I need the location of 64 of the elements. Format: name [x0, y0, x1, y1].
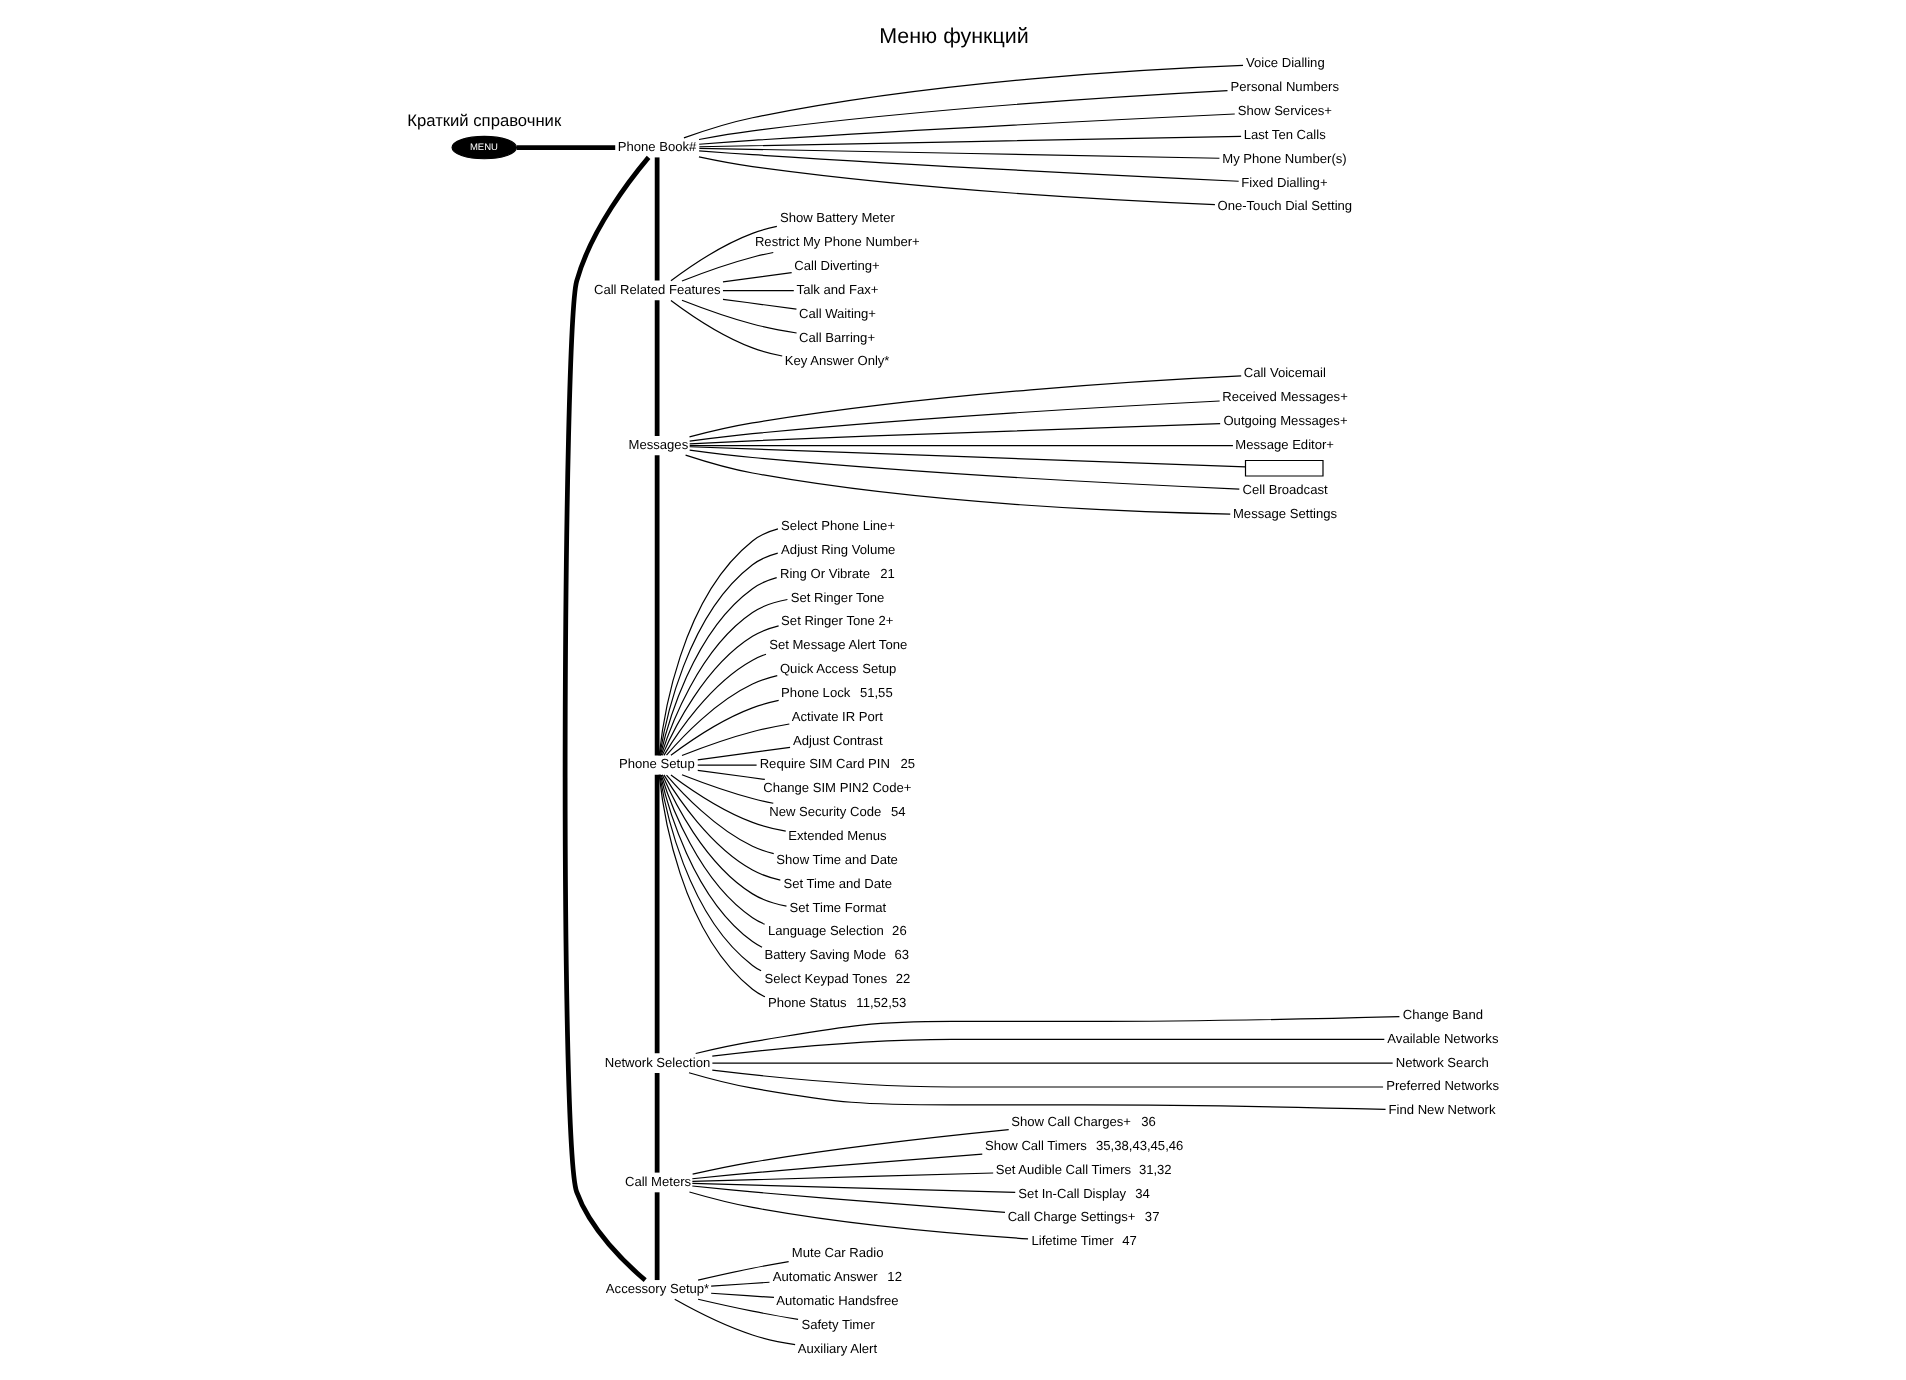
connector — [669, 299, 782, 357]
connector — [696, 1261, 789, 1281]
connector — [687, 375, 1241, 438]
connector — [690, 1153, 982, 1180]
node-box — [1243, 459, 1323, 477]
connector — [660, 774, 787, 907]
connector — [680, 774, 773, 804]
connector — [653, 455, 659, 756]
connector — [653, 300, 659, 436]
connector — [653, 1192, 659, 1281]
connector — [697, 90, 1228, 141]
connector — [653, 157, 659, 281]
connector — [721, 298, 797, 310]
connector — [662, 653, 766, 756]
connector — [687, 1072, 1386, 1110]
connector — [653, 774, 659, 1054]
connector — [682, 64, 1243, 139]
connector — [694, 1016, 1399, 1055]
connector — [690, 1185, 1005, 1214]
connector — [721, 272, 792, 283]
connector — [664, 774, 774, 855]
connector — [680, 251, 773, 282]
caption: Краткий справочник — [406, 109, 561, 130]
connector — [688, 445, 1233, 447]
connector — [696, 746, 790, 761]
connector — [709, 1292, 774, 1299]
connector — [687, 1191, 1028, 1240]
connector — [696, 769, 765, 780]
connector — [664, 675, 777, 756]
connector — [669, 225, 777, 282]
connector — [697, 135, 1241, 148]
connector — [561, 155, 650, 1282]
connector — [697, 113, 1235, 145]
diagram-title: Меню функций — [878, 25, 1028, 50]
connector — [688, 449, 1239, 490]
connector — [680, 299, 797, 334]
connector — [669, 699, 779, 756]
connector — [688, 446, 1245, 468]
connector — [660, 625, 779, 756]
connector — [697, 156, 1215, 206]
connector — [684, 454, 1230, 515]
connector — [697, 147, 1219, 159]
connector — [659, 774, 765, 925]
connector — [657, 774, 765, 998]
connector — [688, 423, 1220, 445]
connector — [691, 1129, 1009, 1175]
connector — [515, 145, 615, 150]
connector — [696, 1298, 798, 1320]
connector — [673, 1298, 795, 1346]
connector — [659, 598, 788, 756]
connector — [710, 1062, 1393, 1064]
connector — [690, 1182, 1015, 1193]
connector — [710, 1069, 1383, 1088]
connector — [709, 1281, 770, 1287]
connector — [688, 400, 1220, 442]
connector — [669, 774, 786, 832]
connector — [653, 1073, 659, 1173]
connector — [721, 290, 794, 292]
connector — [710, 1038, 1384, 1057]
connector — [697, 150, 1239, 182]
connector — [690, 1172, 993, 1183]
connector — [696, 764, 757, 766]
connector — [680, 723, 789, 757]
connector — [662, 774, 780, 881]
